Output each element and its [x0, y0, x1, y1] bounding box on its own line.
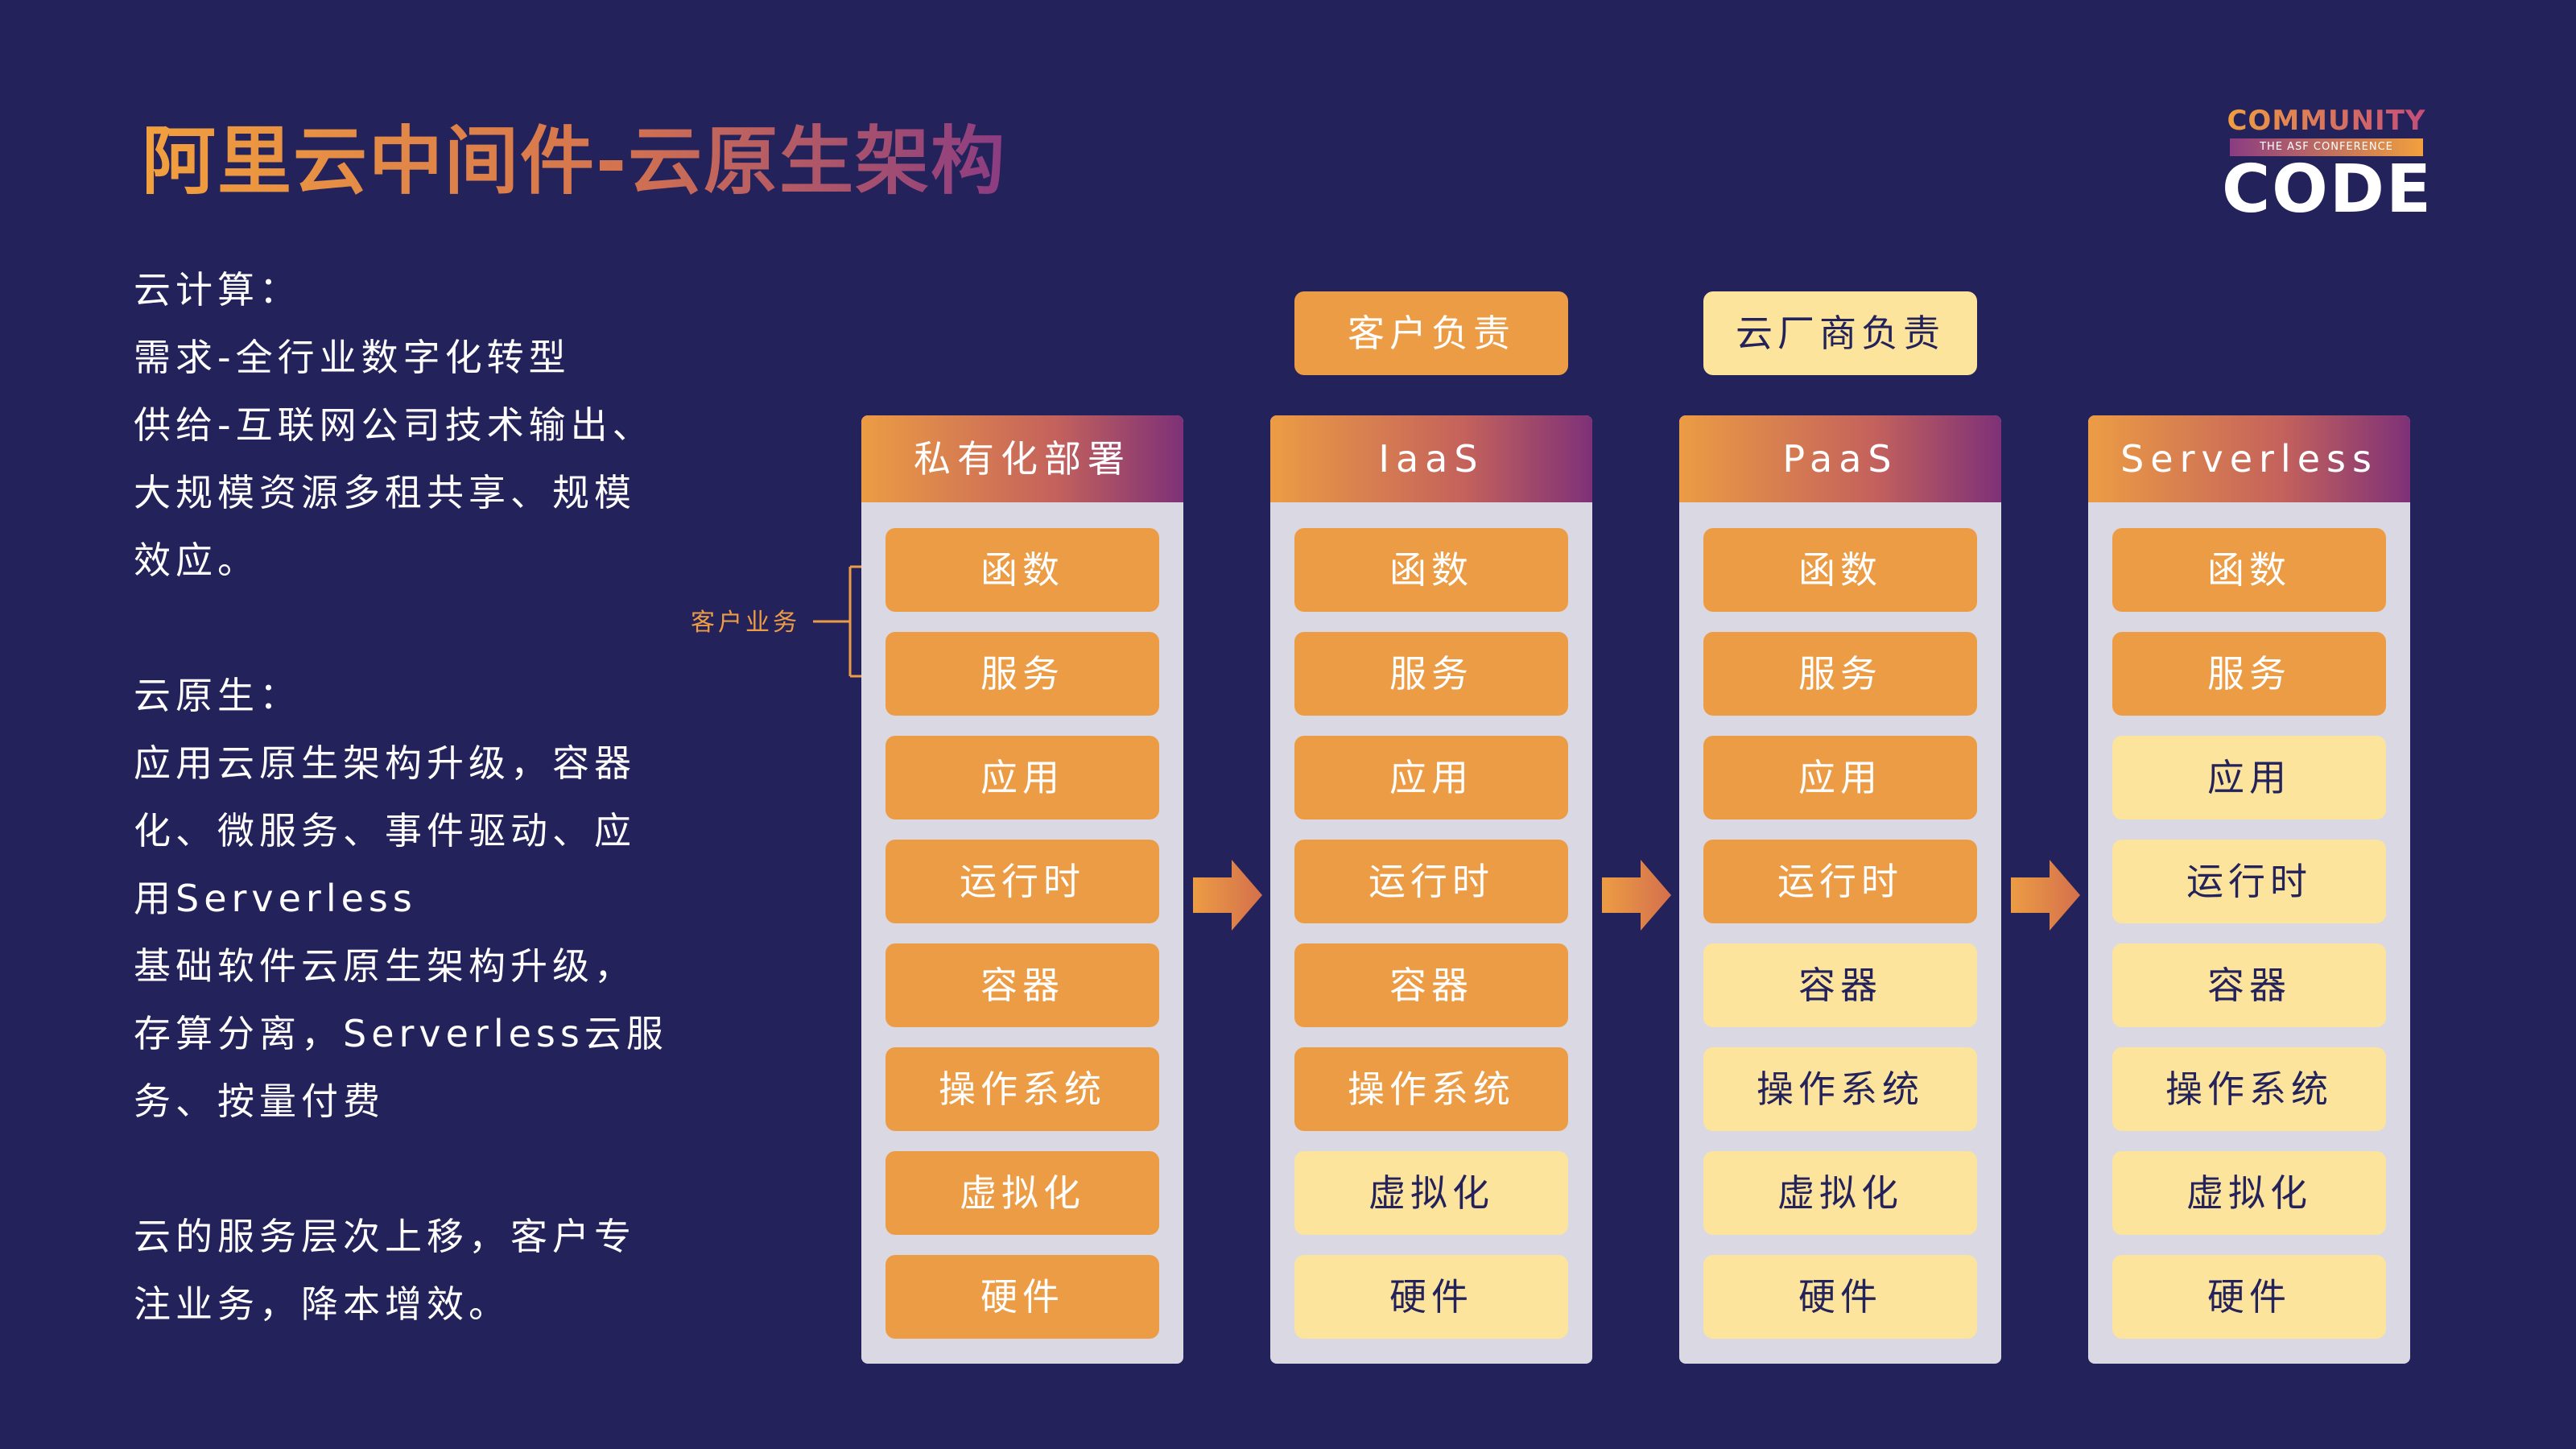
- column-header: IaaS: [1270, 415, 1592, 502]
- layer-cell: 应用: [1294, 736, 1568, 819]
- layer-cell: 操作系统: [1294, 1047, 1568, 1131]
- layer-cell: 函数: [886, 528, 1159, 612]
- layer-cell: 容器: [1703, 943, 1977, 1027]
- layer-cell: 运行时: [1703, 840, 1977, 923]
- logo-code-text: CODE: [2222, 151, 2433, 228]
- layer-cell: 运行时: [886, 840, 1159, 923]
- layer-cell: 操作系统: [1703, 1047, 1977, 1131]
- layer-cell: 容器: [2112, 943, 2386, 1027]
- layer-cell: 服务: [1294, 632, 1568, 716]
- layer-cell: 服务: [2112, 632, 2386, 716]
- summary-line: 注业务，降本增效。: [134, 1282, 510, 1326]
- column-header: Serverless: [2088, 415, 2410, 502]
- layer-cell: 容器: [886, 943, 1159, 1027]
- cloud-computing-heading: 云计算：: [134, 268, 301, 312]
- column-header: PaaS: [1679, 415, 2001, 502]
- cloud-native-line: 用Serverless: [134, 877, 417, 920]
- description-text: 云计算： 需求-全行业数字化转型 供给-互联网公司技术输出、 大规模资源多租共享…: [134, 256, 713, 1338]
- column-serverless: Serverless 函数服务应用运行时容器操作系统虚拟化硬件: [2088, 415, 2410, 1364]
- layer-cell: 应用: [1703, 736, 1977, 819]
- cloud-computing-line: 供给-互联网公司技术输出、: [134, 403, 654, 447]
- layer-cell: 服务: [886, 632, 1159, 716]
- layer-cell: 应用: [886, 736, 1159, 819]
- layer-cell: 虚拟化: [1294, 1151, 1568, 1235]
- arrow-right-icon: [1602, 860, 1671, 931]
- layer-cell: 硬件: [2112, 1255, 2386, 1339]
- layer-cell: 操作系统: [2112, 1047, 2386, 1131]
- layer-cell: 操作系统: [886, 1047, 1159, 1131]
- bracket-icon: [813, 565, 861, 678]
- layer-cell: 运行时: [2112, 840, 2386, 923]
- layer-cell: 运行时: [1294, 840, 1568, 923]
- cloud-native-heading: 云原生：: [134, 674, 301, 717]
- layer-cell: 硬件: [1294, 1255, 1568, 1339]
- logo-community-text: COMMUNITY: [2222, 105, 2431, 137]
- cloud-computing-line: 大规模资源多租共享、规模: [134, 471, 636, 514]
- legend-customer-responsible: 客户负责: [1294, 291, 1568, 375]
- legend-vendor-responsible: 云厂商负责: [1703, 291, 1977, 375]
- column-iaas: IaaS 函数服务应用运行时容器操作系统虚拟化硬件: [1270, 415, 1592, 1364]
- cloud-native-line: 化、微服务、事件驱动、应: [134, 809, 636, 852]
- cloud-native-line: 务、按量付费: [134, 1080, 385, 1123]
- layer-cell: 应用: [2112, 736, 2386, 819]
- cloud-computing-line: 需求-全行业数字化转型: [134, 336, 571, 379]
- customer-business-label: 客户业务: [691, 609, 800, 637]
- column-paas: PaaS 函数服务应用运行时容器操作系统虚拟化硬件: [1679, 415, 2001, 1364]
- layer-cell: 虚拟化: [886, 1151, 1159, 1235]
- layer-cell: 函数: [1703, 528, 1977, 612]
- layer-cell: 虚拟化: [1703, 1151, 1977, 1235]
- column-header: 私有化部署: [861, 415, 1183, 502]
- arrow-right-icon: [2011, 860, 2080, 931]
- column-私有化部署: 私有化部署函数服务应用运行时容器操作系统虚拟化硬件: [861, 415, 1183, 1364]
- layer-cell: 服务: [1703, 632, 1977, 716]
- layer-cell: 容器: [1294, 943, 1568, 1027]
- layer-cell: 硬件: [1703, 1255, 1977, 1339]
- cloud-native-line: 应用云原生架构升级，容器: [134, 741, 636, 785]
- logo-conference-text: THE ASF CONFERENCE: [2230, 138, 2423, 156]
- community-code-logo: COMMUNITY THE ASF CONFERENCE CODE: [2222, 105, 2431, 224]
- layer-cell: 函数: [2112, 528, 2386, 612]
- cloud-computing-line: 效应。: [134, 539, 259, 582]
- arrow-right-icon: [1193, 860, 1262, 931]
- layer-cell: 虚拟化: [2112, 1151, 2386, 1235]
- cloud-native-line: 存算分离，Serverless云服: [134, 1012, 668, 1055]
- layer-cell: 函数: [1294, 528, 1568, 612]
- page-title: 阿里云中间件-云原生架构: [142, 101, 1006, 208]
- cloud-native-line: 基础软件云原生架构升级，: [134, 944, 636, 988]
- layer-cell: 硬件: [886, 1255, 1159, 1339]
- summary-line: 云的服务层次上移，客户专: [134, 1215, 636, 1258]
